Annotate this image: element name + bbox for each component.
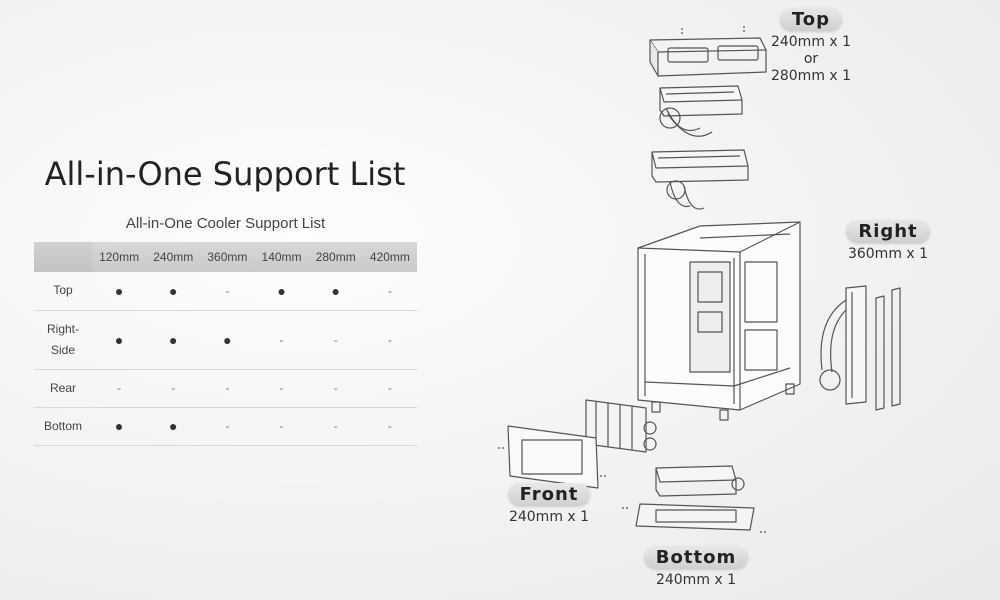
location-name-right: Right bbox=[846, 220, 930, 243]
location-label-top: Top 240mm x 1 or 280mm x 1 bbox=[765, 8, 857, 85]
location-size-right: 360mm x 1 bbox=[847, 246, 929, 262]
table-cell: - bbox=[362, 369, 417, 408]
top-radiator-drawing bbox=[659, 85, 743, 137]
table-row: Top ● ● - ● ● - bbox=[34, 272, 417, 311]
table-cell: - bbox=[200, 407, 255, 446]
table-cell: - bbox=[254, 310, 309, 370]
table-cell: ● bbox=[146, 272, 201, 311]
table-cell: ● bbox=[308, 272, 363, 311]
location-label-front: Front 240mm x 1 bbox=[500, 483, 598, 526]
page-title: All-in-One Support List bbox=[44, 155, 406, 193]
column-header: 280mm bbox=[308, 242, 363, 272]
row-label: Right- Side bbox=[34, 310, 92, 370]
location-label-bottom: Bottom 240mm x 1 bbox=[640, 546, 752, 589]
table-cell: - bbox=[308, 310, 363, 370]
table-cell: - bbox=[254, 407, 309, 446]
location-size-bottom: 240mm x 1 bbox=[655, 572, 737, 588]
support-table: 120mm 240mm 360mm 140mm 280mm 420mm Top … bbox=[34, 242, 417, 446]
location-size-top: 240mm x 1 or 280mm x 1 bbox=[765, 34, 857, 85]
location-label-right: Right 360mm x 1 bbox=[840, 220, 936, 263]
table-cell: ● bbox=[92, 310, 147, 370]
column-header: 120mm bbox=[92, 242, 147, 272]
location-name-top: Top bbox=[779, 8, 843, 31]
row-label: Top bbox=[34, 272, 92, 311]
table-cell: ● bbox=[92, 272, 147, 311]
table-cell: ● bbox=[254, 272, 309, 311]
table-cell: - bbox=[362, 407, 417, 446]
bottom-radiator-drawing bbox=[622, 465, 768, 533]
table-cell: - bbox=[254, 369, 309, 408]
table-row: Rear - - - - - - bbox=[34, 369, 417, 408]
top-bracket-drawing bbox=[649, 26, 767, 77]
table-cell: ● bbox=[146, 310, 201, 370]
column-header: 140mm bbox=[254, 242, 309, 272]
table-cell: ● bbox=[146, 407, 201, 446]
column-header: 420mm bbox=[362, 242, 417, 272]
case-frame-drawing bbox=[637, 221, 801, 421]
corner-header-cell bbox=[34, 242, 92, 272]
location-name-bottom: Bottom bbox=[643, 546, 749, 569]
location-name-front: Front bbox=[507, 483, 591, 506]
size-text: 280mm x 1 bbox=[770, 68, 852, 84]
table-row: Bottom ● ● - - - - bbox=[34, 407, 417, 446]
table-cell: - bbox=[308, 407, 363, 446]
size-text: or bbox=[803, 51, 819, 67]
front-radiator-drawing bbox=[498, 399, 657, 489]
second-radiator-drawing bbox=[651, 149, 749, 210]
column-header: 360mm bbox=[200, 242, 255, 272]
row-label-line: Side bbox=[50, 342, 76, 357]
table-cell: ● bbox=[92, 407, 147, 446]
table-cell: - bbox=[200, 369, 255, 408]
size-text: 240mm x 1 bbox=[770, 34, 852, 50]
row-label-line: Right- bbox=[46, 321, 79, 336]
table-cell: - bbox=[362, 310, 417, 370]
table-caption: All-in-One Cooler Support List bbox=[125, 215, 326, 232]
column-header: 240mm bbox=[146, 242, 201, 272]
row-label: Rear bbox=[34, 369, 92, 408]
table-cell: - bbox=[92, 369, 147, 408]
table-cell: - bbox=[362, 272, 417, 311]
right-radiator-drawing bbox=[819, 285, 901, 411]
location-size-front: 240mm x 1 bbox=[508, 509, 590, 525]
table-cell: - bbox=[308, 369, 363, 408]
exploded-case-diagram bbox=[498, 26, 901, 533]
row-label: Bottom bbox=[34, 407, 92, 446]
table-cell: ● bbox=[200, 310, 255, 370]
table-cell: - bbox=[146, 369, 201, 408]
table-header-row: 120mm 240mm 360mm 140mm 280mm 420mm bbox=[34, 242, 417, 272]
table-row: Right- Side ● ● ● - - - bbox=[34, 310, 417, 370]
table-cell: - bbox=[200, 272, 255, 311]
